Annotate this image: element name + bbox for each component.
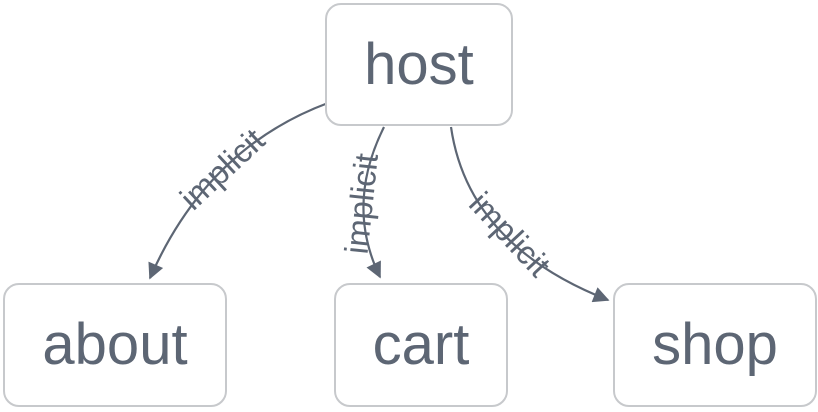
edge-host-cart [362, 126, 385, 279]
node-cart: cart [334, 283, 508, 407]
edge-label-host-shop: implicit [462, 185, 558, 284]
node-shop: shop [613, 283, 817, 407]
edge-host-shop [449, 126, 610, 303]
edge-host-about [148, 101, 329, 280]
edge-label-host-cart: implicit [338, 152, 385, 256]
node-about: about [3, 283, 227, 407]
node-host: host [325, 3, 513, 126]
edge-label-host-about: implicit [173, 121, 272, 217]
